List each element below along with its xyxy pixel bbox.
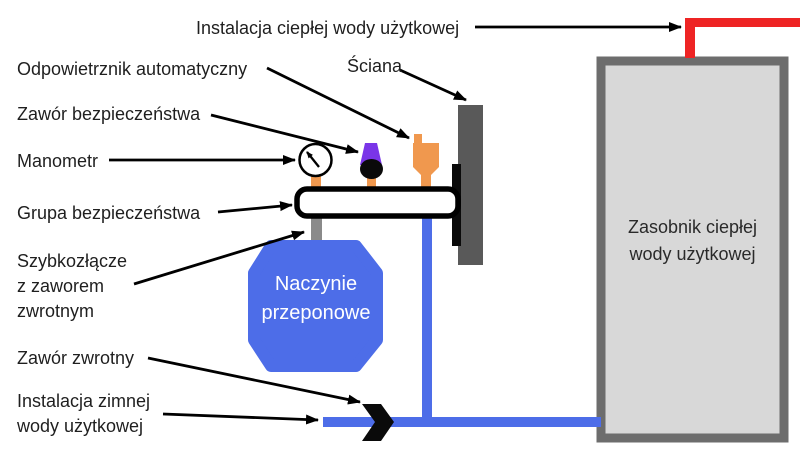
label-wall: Ściana [347, 56, 403, 76]
quick-coupling [311, 215, 322, 247]
label-safety-group: Grupa bezpieczeństwa [17, 203, 201, 223]
arrow-wall [399, 68, 467, 102]
label-tank: Zasobnik ciepłej wody użytkowej [597, 214, 788, 268]
label-cold-water-line1: Instalacja zimnej [17, 391, 151, 411]
label-check-valve: Zawór zwrotny [17, 348, 135, 368]
expansion-vessel [248, 240, 383, 372]
label-expansion-vessel: Naczynie przeponowe [253, 270, 379, 328]
manometer [298, 142, 333, 178]
label-air-vent: Odpowietrznik automatyczny [17, 59, 248, 79]
manometer-stem [311, 175, 321, 191]
label-tank-line2: wody użytkowej [629, 244, 756, 264]
label-quick-coupling-line3: zwrotnym [17, 301, 95, 321]
label-tank-line1: Zasobnik ciepłej [627, 217, 758, 237]
label-quick-coupling-line1: Szybkozłącze [17, 251, 128, 271]
label-cold-water-installation: Instalacja zimnej wody użytkowej [17, 389, 150, 439]
label-safety-valve: Zawór bezpieczeństwa [17, 104, 201, 124]
hot-water-pipe-horizontal [685, 18, 800, 27]
label-quick-coupling-line2: z zaworem [17, 276, 105, 296]
hot-water-pipe-vertical [685, 18, 695, 58]
label-expansion-vessel-line1: Naczynie [274, 273, 358, 295]
safety-group [294, 186, 461, 219]
wall [458, 105, 483, 265]
arrow-check-valve [147, 356, 361, 405]
manometer-needle [306, 151, 320, 168]
label-quick-coupling: Szybkozłącze z zaworem zwrotnym [17, 249, 127, 324]
label-expansion-vessel-line2: przeponowe [261, 302, 371, 324]
arrow-safety-valve [210, 113, 359, 154]
air-vent [413, 134, 439, 191]
safety-valve-stem [367, 177, 376, 191]
label-hot-water-installation: Instalacja ciepłej wody użytkowej [196, 18, 460, 38]
arrow-quick-coupling [133, 230, 305, 286]
cold-water-pipe-horizontal [323, 417, 601, 427]
label-manometer: Manometr [17, 151, 99, 171]
arrow-safety-group [217, 201, 293, 214]
safety-valve [360, 143, 382, 165]
safety-valve-cap [360, 159, 383, 179]
cold-water-pipe-vertical [422, 215, 432, 427]
label-cold-water-line2: wody użytkowej [17, 416, 144, 436]
check-valve [362, 404, 394, 441]
hot-water-tank [596, 56, 789, 443]
arrow-cold-water [162, 412, 319, 425]
arrow-air-vent [266, 66, 410, 140]
